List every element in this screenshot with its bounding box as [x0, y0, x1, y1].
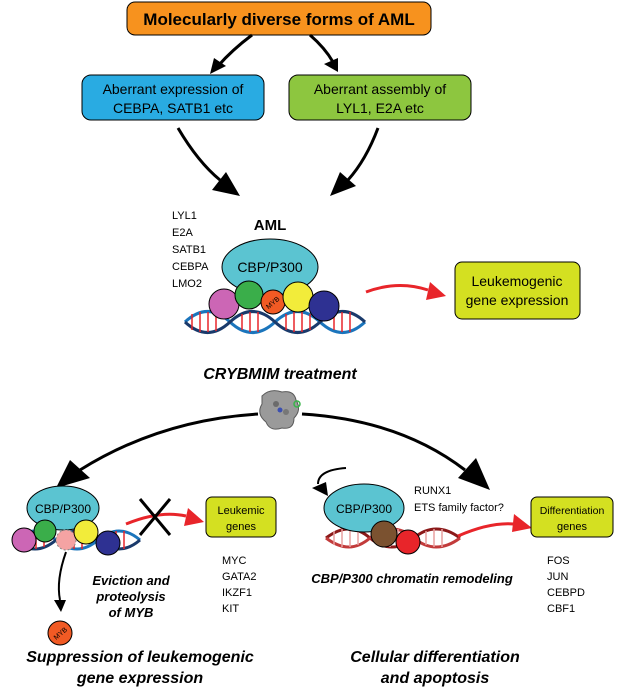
leukemic-line2: genes	[226, 521, 256, 533]
leukemogenic-line1: Leukemogenic	[471, 273, 562, 289]
eviction-line1: Eviction and	[92, 573, 170, 588]
evicted-myb	[47, 620, 73, 646]
eviction-arrow	[57, 551, 67, 601]
left-tf-navy	[95, 530, 121, 556]
left-cbp-p300	[26, 485, 100, 531]
eviction-arrowhead	[54, 600, 66, 612]
right-entry-arrow	[317, 467, 347, 485]
gene-fos: FOS	[547, 555, 570, 567]
right-outcome-line2: and apoptosis	[381, 670, 490, 687]
right-entry-arrowhead	[312, 482, 328, 496]
right-tf-red	[395, 529, 421, 555]
leukemic-gene-list: MYC GATA2 IKZF1 KIT	[222, 555, 256, 615]
eviction-line3: of MYB	[109, 605, 154, 620]
gene-cebpd: CEBPD	[547, 587, 585, 599]
right-outcome-line1: Cellular differentiation	[350, 649, 520, 666]
title-box: Molecularly diverse forms of AML	[126, 1, 432, 36]
aml-tf-green	[234, 280, 264, 310]
gene-jun: JUN	[547, 571, 568, 583]
gene-gata2: GATA2	[222, 571, 256, 583]
arrowhead-title-left	[210, 58, 226, 74]
branch-right-line1: Aberrant assembly of	[314, 81, 446, 97]
remodeling-label: CBP/P300 chromatin remodeling	[311, 571, 513, 586]
left-outcome-line2: gene expression	[76, 670, 204, 687]
aml-dna-helix	[183, 310, 367, 334]
branch-right-box: Aberrant assembly of LYL1, E2A etc	[288, 74, 472, 121]
right-factor-list: RUNX1 ETS family factor?	[414, 485, 504, 514]
leukemogenic-line2: gene expression	[466, 292, 569, 308]
branch-left-line1: Aberrant expression of	[103, 81, 244, 97]
eviction-text: Eviction and proteolysis of MYB	[92, 573, 170, 620]
branch-left-box: Aberrant expression of CEBPA, SATB1 etc	[81, 74, 265, 121]
factor-satb1: SATB1	[172, 244, 206, 256]
treatment-label: CRYBMIM treatment	[203, 366, 357, 383]
right-cbp-label: CBP/P300	[336, 502, 392, 516]
aml-factor-list: LYL1 E2A SATB1 CEBPA LMO2	[172, 210, 209, 290]
gene-ikzf1: IKZF1	[222, 587, 252, 599]
differentiation-genes-box: Differentiation genes	[530, 496, 614, 538]
arrowhead-right-to-aml	[330, 172, 356, 196]
left-tf-magenta	[11, 527, 37, 553]
gene-kit: KIT	[222, 603, 239, 615]
eviction-line2: proteolysis	[95, 589, 165, 604]
left-tf-green	[33, 519, 57, 543]
aml-red-arrowhead	[426, 282, 446, 300]
factor-runx1: RUNX1	[414, 485, 451, 497]
factor-e2a: E2A	[172, 227, 193, 239]
leukemic-line1: Leukemic	[217, 505, 265, 517]
factor-ets: ETS family factor?	[414, 502, 504, 514]
arrowhead-title-right	[324, 58, 338, 72]
aml-red-arrow	[365, 283, 429, 294]
arrow-left-to-aml	[176, 127, 221, 182]
branch-right-line2: LYL1, E2A etc	[336, 100, 424, 116]
aml-label: AML	[254, 217, 287, 234]
right-red-arrow	[457, 522, 515, 538]
left-myb-ghost	[55, 529, 77, 551]
treatment-arrow-left	[79, 412, 259, 472]
right-cbp-p300	[323, 483, 405, 533]
factor-lyl1: LYL1	[172, 210, 197, 222]
factor-cebpa: CEBPA	[172, 261, 209, 273]
right-outcome: Cellular differentiation and apoptosis	[350, 649, 520, 687]
arrow-title-right	[309, 33, 335, 63]
arrow-right-to-aml	[346, 127, 380, 182]
aml-tf-navy	[308, 290, 340, 322]
treatment-arrow-right	[301, 412, 466, 472]
left-cbp-label: CBP/P300	[35, 502, 91, 516]
factor-lmo2: LMO2	[172, 278, 202, 290]
gene-cbf1: CBF1	[547, 603, 575, 615]
gene-myc: MYC	[222, 555, 247, 567]
left-red-arrowhead	[184, 508, 204, 526]
differentiation-line1: Differentiation	[540, 505, 605, 517]
differentiation-line2: genes	[557, 521, 587, 533]
block-x-icon	[138, 498, 172, 536]
right-tf-brown	[370, 520, 398, 548]
branch-left-line2: CEBPA, SATB1 etc	[113, 100, 233, 116]
title-text: Molecularly diverse forms of AML	[143, 10, 414, 29]
differentiation-gene-list: FOS JUN CEBPD CBF1	[547, 555, 585, 615]
crybmim-molecule-icon	[259, 390, 301, 430]
treatment-arrowhead-left	[56, 460, 90, 488]
right-red-arrowhead	[512, 514, 532, 532]
treatment-arrowhead-right	[458, 458, 490, 490]
aml-tf-magenta	[208, 288, 240, 320]
left-outcome-line1: Suppression of leukemogenic	[26, 649, 254, 666]
leukemogenic-box: Leukemogenic gene expression	[454, 261, 581, 320]
left-outcome: Suppression of leukemogenic gene express…	[26, 649, 254, 687]
aml-tf-yellow	[282, 281, 314, 313]
left-tf-yellow	[73, 519, 99, 545]
aml-cbp-label: CBP/P300	[237, 259, 303, 275]
arrow-title-left	[216, 33, 253, 67]
arrowhead-left-to-aml	[212, 172, 240, 196]
leukemic-genes-box: Leukemic genes	[205, 496, 277, 538]
